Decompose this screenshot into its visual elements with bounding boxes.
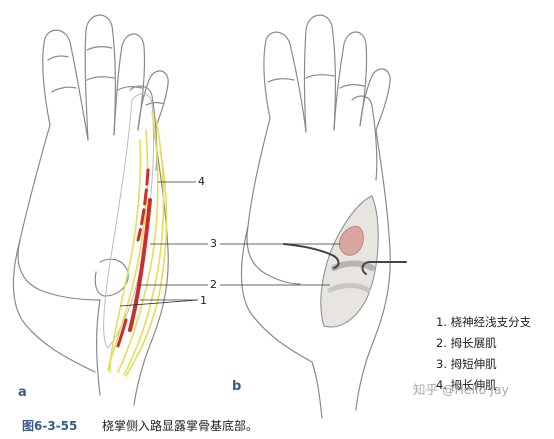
legend-item-4: 4. 拇长伸肌 — [436, 378, 497, 392]
callout-3: 3 — [210, 237, 217, 250]
figure-caption: 桡掌侧入路显露掌骨基底部。 — [102, 419, 259, 433]
panel-label-b: b — [232, 379, 242, 394]
hand-b-outline — [240, 14, 391, 419]
surgical-opening-b — [320, 195, 379, 328]
tendons-a — [116, 168, 152, 348]
figure-number: 图6-3-55 — [22, 419, 78, 433]
legend-item-3: 3. 拇短伸肌 — [436, 357, 497, 371]
hand-a-outline — [12, 14, 169, 406]
retractors-b — [283, 243, 407, 275]
legend-item-2: 2. 拇长展肌 — [436, 336, 497, 350]
callout-2: 2 — [210, 278, 217, 291]
callout-lines-a — [119, 181, 208, 307]
legend: 1. 桡神经浅支分支 2. 拇长展肌 3. 拇短伸肌 4. 拇长伸肌 — [436, 312, 551, 396]
legend-item-1: 1. 桡神经浅支分支 — [436, 315, 532, 329]
panel-label-a: a — [18, 385, 27, 400]
callout-lines-b — [220, 243, 340, 286]
callout-1: 1 — [200, 294, 207, 307]
watermark: 知乎 @Hello Jay — [413, 382, 509, 397]
callout-4: 4 — [198, 175, 205, 188]
